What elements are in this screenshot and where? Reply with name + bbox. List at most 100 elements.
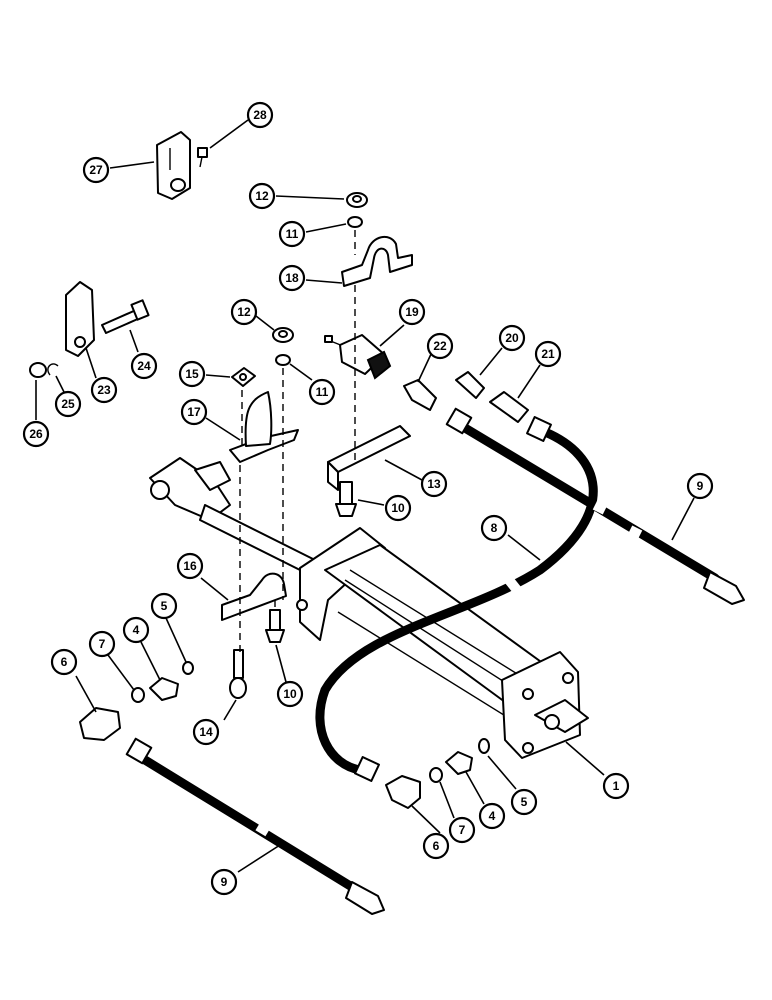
part-12-nut-top <box>346 192 368 208</box>
part-6-elbow-right <box>385 775 421 809</box>
part-10-bolt-lower <box>265 609 285 643</box>
callout-16-label: 16 <box>183 559 197 573</box>
callout-26: 26 <box>22 420 50 448</box>
callout-11-top-label: 11 <box>286 227 299 241</box>
callout-10-lower: 10 <box>276 680 304 708</box>
callout-10-upper: 10 <box>384 494 412 522</box>
callout-12-middle: 12 <box>230 298 258 326</box>
part-28-screw <box>197 147 208 168</box>
callout-6-right: 6 <box>422 832 450 860</box>
part-4-fitting-left <box>149 677 179 701</box>
part-25-clip <box>47 363 59 376</box>
callout-10-lower-label: 10 <box>283 687 297 701</box>
part-12-nut-middle <box>272 327 294 343</box>
callout-25: 25 <box>54 390 82 418</box>
callout-15: 15 <box>178 360 206 388</box>
callout-20-label: 20 <box>505 331 519 345</box>
callout-12-top-label: 12 <box>255 189 269 203</box>
callout-27: 27 <box>82 156 110 184</box>
callout-4-left-label: 4 <box>133 623 140 637</box>
callout-7-right: 7 <box>448 816 476 844</box>
callout-5-right-label: 5 <box>521 795 528 809</box>
part-17-clamp <box>229 391 299 463</box>
part-20-fitting <box>455 371 485 399</box>
part-10-bolt-upper <box>335 481 357 517</box>
callout-9-lower: 9 <box>210 868 238 896</box>
callout-18: 18 <box>278 264 306 292</box>
callout-21: 21 <box>534 340 562 368</box>
callout-22-label: 22 <box>433 339 447 353</box>
part-11-washer-top <box>347 216 363 228</box>
callout-7-left: 7 <box>88 630 116 658</box>
assembly-lines <box>239 230 356 655</box>
part-9-hose-lower <box>125 737 385 915</box>
callout-19-label: 19 <box>405 305 419 319</box>
callout-23-label: 23 <box>97 383 111 397</box>
part-21-fitting <box>489 391 529 423</box>
callout-4-right-label: 4 <box>489 809 496 823</box>
callout-9-lower-label: 9 <box>221 875 228 889</box>
part-7-washer-right <box>429 767 443 783</box>
callout-27-label: 27 <box>89 163 103 177</box>
part-5-oring-left <box>182 661 194 675</box>
callout-14-label: 14 <box>199 725 213 739</box>
part-24-bolt <box>101 299 150 334</box>
callout-1: 1 <box>602 772 630 800</box>
callout-4-right: 4 <box>478 802 506 830</box>
callout-26-label: 26 <box>29 427 43 441</box>
callout-11-middle: 11 <box>308 378 336 406</box>
part-26-nut <box>29 362 47 378</box>
part-22-fitting <box>403 379 437 411</box>
callout-17-label: 17 <box>187 405 201 419</box>
callout-6-right-label: 6 <box>433 839 440 853</box>
part-8-hose <box>315 416 598 782</box>
callout-1-label: 1 <box>613 779 620 793</box>
callout-9-upper: 9 <box>686 472 714 500</box>
part-16-clamp <box>221 572 287 621</box>
callout-6-left-label: 6 <box>61 655 68 669</box>
part-19-sensor <box>324 334 392 380</box>
callout-25-label: 25 <box>61 397 75 411</box>
callout-7-right-label: 7 <box>459 823 466 837</box>
callout-28: 28 <box>246 101 274 129</box>
part-14-eyebolt <box>229 649 247 699</box>
callout-12-middle-label: 12 <box>237 305 251 319</box>
callout-15-label: 15 <box>185 367 199 381</box>
part-4-fitting-right <box>445 751 473 775</box>
part-1-cylinder <box>149 457 589 759</box>
callout-8: 8 <box>480 514 508 542</box>
callout-12-top: 12 <box>248 182 276 210</box>
callout-13-label: 13 <box>427 477 441 491</box>
callout-19: 19 <box>398 298 426 326</box>
callout-14: 14 <box>192 718 220 746</box>
part-15-square-nut <box>231 367 256 387</box>
callout-6-left: 6 <box>50 648 78 676</box>
callout-11-top: 11 <box>278 220 306 248</box>
callout-18-label: 18 <box>285 271 299 285</box>
part-13-bracket <box>327 425 411 491</box>
callout-8-label: 8 <box>491 521 498 535</box>
callout-9-upper-label: 9 <box>697 479 704 493</box>
callout-20: 20 <box>498 324 526 352</box>
callout-23: 23 <box>90 376 118 404</box>
callout-22: 22 <box>426 332 454 360</box>
leader-lines <box>35 119 695 873</box>
callout-17: 17 <box>180 398 208 426</box>
callout-4-left: 4 <box>122 616 150 644</box>
part-5-oring-right <box>478 738 490 754</box>
part-23-bracket <box>65 281 95 357</box>
callout-10-upper-label: 10 <box>391 501 405 515</box>
part-11-washer-middle <box>275 354 291 366</box>
part-27-plate <box>156 131 191 200</box>
callout-16: 16 <box>176 552 204 580</box>
part-7-washer-left <box>131 687 145 703</box>
part-18-clamp <box>341 235 413 287</box>
callout-24-label: 24 <box>137 359 151 373</box>
callout-13: 13 <box>420 470 448 498</box>
callout-21-label: 21 <box>541 347 555 361</box>
callout-11-middle-label: 11 <box>316 385 329 399</box>
part-6-elbow-left <box>79 707 121 741</box>
callout-24: 24 <box>130 352 158 380</box>
callout-5-left-label: 5 <box>161 599 168 613</box>
